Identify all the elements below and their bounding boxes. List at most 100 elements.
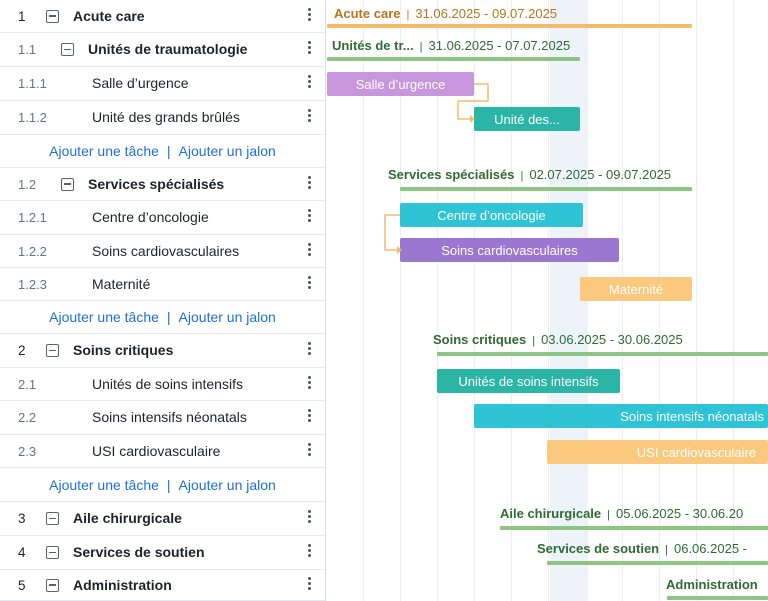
summary-bar[interactable] bbox=[667, 596, 768, 600]
wbs-code: 2.2 bbox=[18, 410, 37, 425]
row-menu-icon[interactable] bbox=[303, 508, 315, 525]
task-bar[interactable]: Unités de soins intensifs bbox=[437, 369, 620, 393]
row-menu-icon[interactable] bbox=[303, 542, 315, 559]
dependency-link[interactable] bbox=[384, 214, 400, 251]
link-arrow-icon bbox=[470, 115, 475, 123]
task-bar[interactable]: Soins intensifs néonatals bbox=[474, 404, 768, 428]
dependency-links bbox=[384, 83, 489, 254]
summary-label: Unités de tr...|31.06.2025 - 07.07.2025 bbox=[332, 38, 570, 55]
wbs-code: 1.2 bbox=[18, 176, 37, 192]
row-menu-icon[interactable] bbox=[303, 441, 315, 458]
summary-dates: 03.06.2025 - 30.06.2025 bbox=[541, 332, 683, 347]
dependency-link[interactable] bbox=[457, 83, 489, 120]
task-bar-label: Soins cardiovasculaires bbox=[441, 242, 578, 258]
row-menu-icon[interactable] bbox=[303, 73, 315, 90]
summary-label: Soins critiques | 03.06.2025 - 30.06.2025 bbox=[433, 332, 683, 349]
summary-dates: 31.06.2025 - 07.07.2025 bbox=[428, 38, 571, 53]
row-menu-icon[interactable] bbox=[303, 407, 315, 424]
task-name: USI cardiovasculaire bbox=[92, 442, 221, 459]
summary-dates: 31.06.2025 - 09.07.2025 bbox=[415, 6, 558, 21]
add-task-link[interactable]: Ajouter une tâche bbox=[49, 309, 159, 325]
collapse-toggle-icon[interactable] bbox=[61, 43, 74, 56]
task-bar[interactable]: Salle d’urgence bbox=[327, 72, 474, 96]
row-menu-icon[interactable] bbox=[303, 6, 315, 23]
wbs-code: 5 bbox=[18, 577, 26, 593]
row-menu-icon[interactable] bbox=[303, 374, 315, 391]
row-menu-icon[interactable] bbox=[303, 174, 315, 191]
collapse-toggle-icon[interactable] bbox=[46, 512, 59, 525]
summary-bar[interactable] bbox=[500, 526, 768, 530]
wbs-code: 2.1 bbox=[18, 376, 37, 392]
add-task-link[interactable]: Ajouter une tâche bbox=[49, 143, 159, 159]
task-name: Unités de soins intensifs bbox=[92, 375, 243, 392]
wbs-code: 1.1.2 bbox=[18, 110, 47, 125]
grid-column-line bbox=[733, 0, 734, 601]
add-task-link[interactable]: Ajouter une tâche bbox=[49, 476, 159, 493]
row-menu-icon[interactable] bbox=[303, 207, 315, 224]
task-bar[interactable]: Centre d’oncologie bbox=[400, 203, 583, 227]
summary-divider: | bbox=[406, 9, 410, 21]
task-bar[interactable]: USI cardiovasculaire bbox=[547, 440, 768, 464]
wbs-code: 1.2.2 bbox=[18, 243, 47, 259]
link-separator: | bbox=[166, 309, 171, 325]
add-milestone-link[interactable]: Ajouter un jalon bbox=[178, 309, 276, 325]
task-name: Acute care bbox=[73, 7, 145, 24]
task-name: Soins cardiovasculaires bbox=[92, 242, 240, 259]
row-menu-icon[interactable] bbox=[303, 39, 315, 56]
row-menu-icon[interactable] bbox=[303, 274, 315, 291]
collapse-toggle-icon[interactable] bbox=[61, 177, 74, 191]
summary-title: Soins critiques bbox=[433, 332, 527, 347]
task-bar-label: Soins intensifs néonatals bbox=[620, 408, 764, 424]
collapse-toggle-icon[interactable] bbox=[46, 344, 59, 357]
summary-label: Administration bbox=[666, 577, 758, 593]
wbs-code: 1.1.1 bbox=[18, 76, 47, 91]
task-bar[interactable]: Soins cardiovasculaires bbox=[400, 238, 619, 262]
summary-bar[interactable] bbox=[327, 57, 580, 61]
link-separator: | bbox=[166, 143, 171, 159]
row-menu-icon[interactable] bbox=[303, 340, 315, 357]
add-milestone-link[interactable]: Ajouter un jalon bbox=[178, 476, 276, 493]
grid-column-line bbox=[400, 0, 401, 601]
grid-column-line bbox=[548, 0, 549, 601]
task-name: Services de soutien bbox=[73, 544, 205, 560]
row-menu-icon[interactable] bbox=[303, 107, 315, 124]
row-menu-icon[interactable] bbox=[303, 575, 315, 592]
task-name: Services spécialisés bbox=[88, 175, 225, 192]
task-bar-label: Centre d’oncologie bbox=[437, 207, 546, 223]
task-row[interactable]: 2.1 Unités de soins intensifs bbox=[0, 368, 325, 401]
wbs-code: 1.1 bbox=[18, 42, 37, 57]
task-row[interactable]: 2 Soins critiques bbox=[0, 334, 325, 368]
summary-bar[interactable] bbox=[400, 187, 692, 191]
collapse-toggle-icon[interactable] bbox=[46, 546, 59, 559]
summary-bar[interactable] bbox=[437, 352, 768, 356]
task-row[interactable]: 1.2 Services spécialisés bbox=[0, 168, 325, 201]
summary-divider: | bbox=[532, 335, 536, 347]
add-milestone-link[interactable]: Ajouter un jalon bbox=[178, 143, 276, 159]
row-menu-icon[interactable] bbox=[303, 241, 315, 258]
task-bar[interactable]: Maternité bbox=[580, 277, 692, 301]
collapse-toggle-icon[interactable] bbox=[46, 9, 59, 23]
summary-bar[interactable] bbox=[547, 561, 768, 565]
task-name: Soins critiques bbox=[73, 342, 174, 358]
summary-bar[interactable] bbox=[327, 24, 692, 28]
collapse-toggle-icon[interactable] bbox=[46, 578, 59, 592]
summary-divider: | bbox=[607, 509, 611, 521]
task-row[interactable]: 1.2.2 Soins cardiovasculaires bbox=[0, 235, 325, 268]
summary-divider: | bbox=[520, 170, 524, 182]
task-bar-label: Unité des... bbox=[494, 111, 560, 127]
wbs-code: 2 bbox=[18, 343, 26, 358]
task-bar[interactable]: Unité des... bbox=[474, 107, 580, 131]
